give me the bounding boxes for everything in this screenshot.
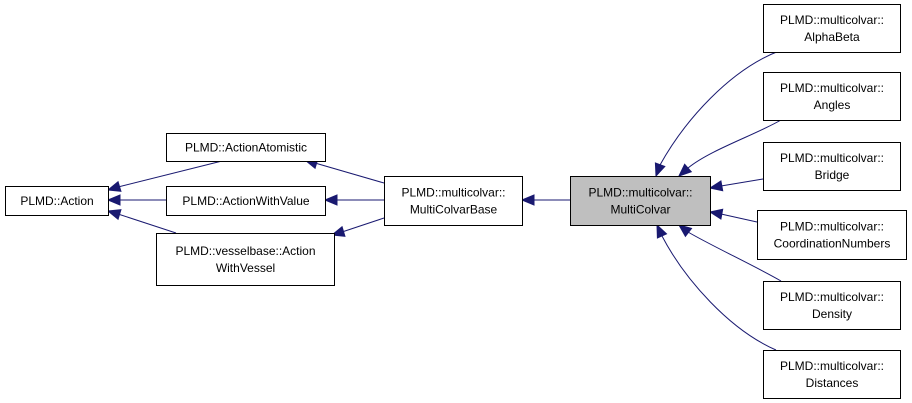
class-node-multicolvar-base[interactable]: PLMD::multicolvar::MultiColvarBase	[384, 176, 523, 226]
class-box[interactable]	[5, 186, 109, 216]
arrowhead-icon	[106, 180, 122, 192]
inheritance-edge	[659, 50, 780, 166]
class-box[interactable]	[384, 176, 523, 226]
edge-action-atomistic-to-action	[106, 160, 223, 192]
edge-distances-to-multicolvar	[656, 223, 777, 351]
current-class-box[interactable]	[570, 176, 711, 226]
class-name-line: PLMD::multicolvar::	[780, 151, 884, 165]
class-name-line: CoordinationNumbers	[774, 237, 891, 251]
arrowhead-icon	[678, 163, 693, 177]
inheritance-edge	[687, 119, 782, 169]
class-node-bridge[interactable]: PLMD::multicolvar::Bridge	[763, 142, 901, 191]
inheritance-edge	[341, 217, 385, 233]
class-box[interactable]	[156, 233, 335, 286]
inheritance-edge	[720, 178, 764, 187]
class-name-line: PLMD::multicolvar::	[780, 13, 884, 27]
class-node-action[interactable]: PLMD::Action	[5, 186, 109, 216]
class-name-line: Distances	[806, 376, 859, 390]
class-box[interactable]	[166, 186, 326, 216]
edge-action-with-vessel-to-action	[106, 209, 177, 234]
class-name-line: PLMD::multicolvar::	[588, 186, 692, 200]
class-name-line: Angles	[814, 98, 851, 112]
inheritance-edge	[661, 235, 777, 351]
class-name-line: MultiColvarBase	[410, 203, 498, 217]
class-node-action-atomistic[interactable]: PLMD::ActionAtomistic	[166, 133, 326, 162]
class-name-line: Density	[812, 307, 852, 321]
arrowhead-icon	[708, 208, 724, 220]
nodes-layer: PLMD::Action PLMD::ActionAtomisticPLMD::A…	[5, 4, 907, 399]
inheritance-edge	[314, 162, 385, 184]
class-name-line: PLMD::multicolvar::	[780, 290, 884, 304]
class-name-line: PLMD::multicolvar::	[780, 81, 884, 95]
arrowhead-icon	[106, 194, 121, 206]
class-name-line: AlphaBeta	[804, 30, 860, 44]
inheritance-edge	[117, 160, 223, 188]
arrowhead-icon	[654, 162, 666, 178]
class-node-angles[interactable]: PLMD::multicolvar::Angles	[763, 72, 901, 121]
inheritance-edge	[117, 213, 177, 234]
class-name-line: PLMD::Action	[20, 194, 93, 208]
class-node-density[interactable]: PLMD::multicolvar::Density	[763, 281, 901, 330]
class-name-line: MultiColvar	[610, 203, 670, 217]
class-node-distances[interactable]: PLMD::multicolvar::Distances	[763, 350, 901, 399]
class-box[interactable]	[763, 4, 901, 53]
edge-multicolvar-base-to-action-with-value	[323, 194, 384, 206]
edge-bridge-to-multicolvar	[708, 178, 764, 192]
edge-density-to-multicolvar	[677, 224, 782, 282]
class-box[interactable]	[166, 133, 326, 162]
edge-action-with-value-to-action	[106, 194, 166, 206]
class-name-line: PLMD::vesselbase::Action	[175, 244, 315, 258]
edge-multicolvar-to-multicolvar-base	[520, 194, 570, 206]
class-name-line: Bridge	[815, 168, 850, 182]
arrowhead-icon	[520, 194, 535, 206]
inheritance-edge	[720, 213, 758, 223]
arrowhead-icon	[677, 224, 693, 238]
arrowhead-icon	[323, 194, 338, 206]
arrowhead-icon	[656, 223, 668, 239]
class-node-action-with-value[interactable]: PLMD::ActionWithValue	[166, 186, 326, 216]
edge-coordination-numbers-to-multicolvar	[708, 208, 758, 223]
class-name-line: PLMD::ActionAtomistic	[185, 141, 307, 155]
arrowhead-icon	[708, 180, 724, 192]
class-box[interactable]	[763, 72, 901, 121]
edge-multicolvar-base-to-action-with-vessel	[330, 217, 385, 237]
class-node-alphabeta[interactable]: PLMD::multicolvar::AlphaBeta	[763, 4, 901, 53]
class-name-line: PLMD::multicolvar::	[401, 186, 505, 200]
edge-angles-to-multicolvar	[678, 119, 782, 177]
inheritance-edge	[687, 231, 782, 282]
class-node-coordination-numbers[interactable]: PLMD::multicolvar::CoordinationNumbers	[757, 210, 907, 260]
class-name-line: PLMD::multicolvar::	[780, 359, 884, 373]
arrowhead-icon	[106, 209, 122, 221]
class-name-line: WithVessel	[216, 261, 275, 275]
class-box[interactable]	[757, 210, 907, 260]
edge-alphabeta-to-multicolvar	[654, 50, 780, 178]
arrowhead-icon	[330, 225, 346, 237]
class-box[interactable]	[763, 350, 901, 399]
class-name-line: PLMD::multicolvar::	[780, 220, 884, 234]
class-node-multicolvar[interactable]: PLMD::multicolvar::MultiColvar	[570, 176, 711, 226]
class-box[interactable]	[763, 281, 901, 330]
class-name-line: PLMD::ActionWithValue	[182, 194, 309, 208]
class-box[interactable]	[763, 142, 901, 191]
edge-multicolvar-base-to-action-atomistic	[303, 158, 385, 184]
